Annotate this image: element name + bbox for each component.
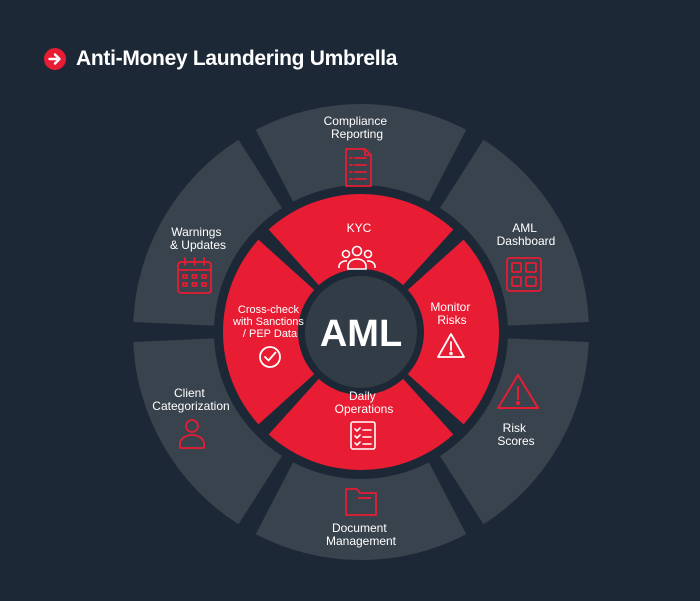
- user-icon: [179, 419, 205, 449]
- cross-check-label: Cross-check with Sanctions / PEP Data: [232, 304, 307, 340]
- inner-ring: [223, 194, 499, 470]
- segment-document-management: [255, 462, 467, 561]
- checklist-icon: [350, 421, 376, 450]
- risk-scores-label: Risk Scores: [497, 421, 534, 448]
- page-title: Anti-Money Laundering Umbrella: [76, 47, 398, 70]
- center-hub: [305, 276, 417, 388]
- warnings-updates-label: Warnings & Updates: [170, 225, 226, 252]
- aml-dashboard-label: AML Dashboard: [497, 221, 556, 248]
- segment-kyc: [268, 194, 454, 286]
- document-list-icon: [345, 148, 372, 187]
- header: Anti-Money Laundering Umbrella: [44, 44, 397, 74]
- segment-daily-operations: [268, 378, 454, 470]
- center-label: AML: [320, 313, 402, 355]
- segment-monitor-risks: [407, 239, 499, 425]
- segment-client-categorization: [133, 338, 283, 525]
- client-categorization-label: Client Categorization: [152, 386, 229, 413]
- warning-triangle-icon: [497, 374, 539, 409]
- monitor-risks-label: Monitor Risks: [430, 300, 473, 327]
- document-management-label: Document Management: [326, 521, 397, 548]
- people-group-icon: [338, 245, 376, 270]
- segment-compliance-reporting: [255, 103, 467, 202]
- segment-aml-dashboard: [439, 139, 589, 326]
- folder-icon: [345, 488, 377, 516]
- dashboard-grid-icon: [506, 257, 542, 292]
- check-circle-icon: [259, 346, 281, 368]
- segment-risk-scores: [439, 338, 589, 525]
- compliance-reporting-label: Compliance Reporting: [324, 114, 391, 141]
- daily-operations-label: Daily Operations: [335, 389, 394, 416]
- kyc-label: KYC: [347, 221, 372, 235]
- segment-warnings-updates: [133, 139, 283, 326]
- warning-triangle-icon: [437, 333, 465, 358]
- calendar-icon: [177, 257, 212, 294]
- segment-cross-check: [223, 239, 315, 425]
- outer-ring: [133, 103, 589, 561]
- arrow-right-circle-icon: [44, 48, 66, 70]
